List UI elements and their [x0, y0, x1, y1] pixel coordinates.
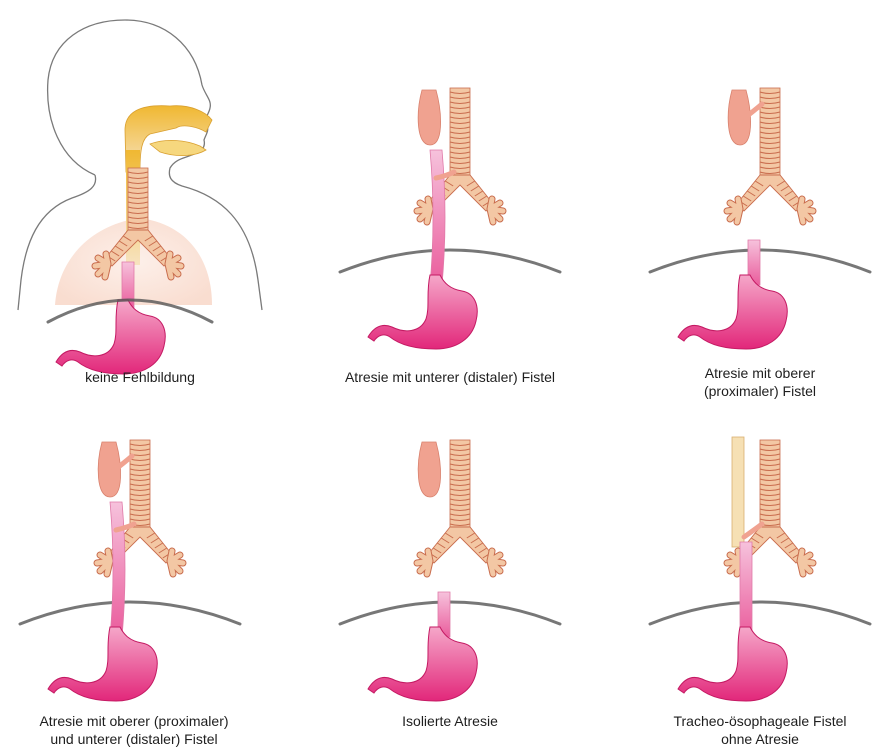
caption-h-fistel: Tracheo-ösophageale Fistel ohne Atresie [640, 712, 880, 748]
panel-proximale-fistel [650, 88, 870, 349]
panel-keine-fehlbildung [18, 20, 262, 374]
lower-esophagus [430, 150, 445, 285]
panel-h-fistel [650, 437, 870, 701]
stomach [678, 627, 787, 701]
caption-line: und unterer (distaler) Fistel [0, 730, 268, 748]
caption-line: Atresie mit oberer (proximaler) [0, 712, 268, 730]
caption-proximale-fistel: Atresie mit oberer (proximaler) Fistel [640, 364, 880, 400]
caption-line: Tracheo-ösophageale Fistel [640, 712, 880, 730]
trachea [450, 440, 470, 527]
stomach [48, 627, 157, 701]
bronchi [727, 175, 813, 222]
bronchi [97, 527, 183, 574]
lower-esophagus [740, 542, 752, 637]
caption-line: Atresie mit unterer (distaler) Fistel [300, 368, 600, 386]
caption-line: ohne Atresie [640, 730, 880, 748]
caption-keine-fehlbildung: keine Fehlbildung [20, 368, 260, 386]
caption-line: Isolierte Atresie [340, 712, 560, 730]
trachea [130, 440, 150, 527]
diaphragm-line [650, 602, 870, 624]
caption-line: (proximaler) Fistel [640, 382, 880, 400]
caption-beide-fisteln: Atresie mit oberer (proximaler) und unte… [0, 712, 268, 748]
esophagus [732, 437, 744, 547]
caption-distale-fistel: Atresie mit unterer (distaler) Fistel [300, 368, 600, 386]
stomach [368, 275, 477, 349]
panel-beide-fisteln [20, 440, 240, 701]
trachea [760, 440, 780, 527]
stomach [678, 275, 787, 349]
upper-pouch [418, 442, 440, 497]
trachea [128, 168, 148, 230]
lower-esophagus [110, 502, 125, 637]
stomach [368, 627, 477, 701]
diaphragm-line [20, 602, 240, 624]
caption-line: keine Fehlbildung [20, 368, 260, 386]
trachea [450, 88, 470, 175]
caption-isolierte-atresie: Isolierte Atresie [340, 712, 560, 730]
diaphragm-line [340, 250, 560, 272]
bronchi [417, 527, 503, 574]
panel-isolierte-atresie [340, 440, 560, 701]
mouth-cavity [150, 140, 206, 155]
upper-pouch [418, 90, 440, 145]
caption-line: Atresie mit oberer [640, 364, 880, 382]
trachea [760, 88, 780, 175]
panel-distale-fistel [340, 88, 560, 349]
bronchi [417, 175, 503, 222]
